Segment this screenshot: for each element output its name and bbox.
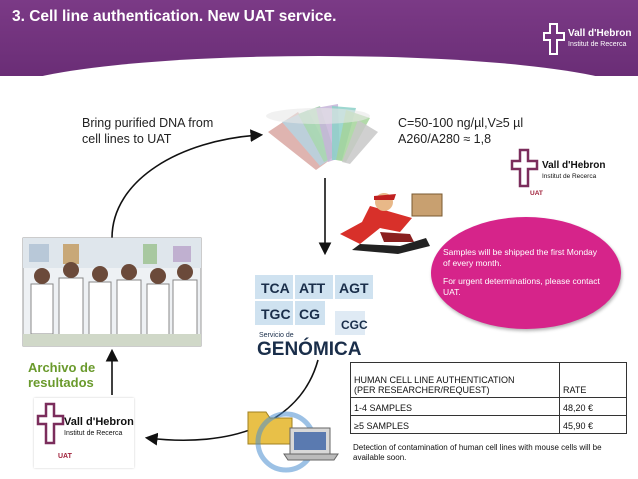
- svg-text:CG: CG: [299, 306, 320, 322]
- vall-hebron-uat-logo-bottom: Vall d'Hebron Institut de Recerca UAT: [34, 398, 134, 468]
- genomica-service-logo: TCA ATT AGT TGC CG CGC Servicio de GENÓM…: [255, 275, 373, 360]
- svg-text:ATT: ATT: [299, 280, 326, 296]
- table-rate-header: RATE: [559, 362, 627, 398]
- logo-name: Vall d'Hebron: [64, 416, 134, 428]
- logo-sub: Institut de Recerca: [64, 430, 123, 437]
- vall-hebron-uat-logo-right: Vall d'Hebron Institut de Recerca UAT: [508, 146, 606, 204]
- svg-text:AGT: AGT: [339, 280, 369, 296]
- lab-team-picture: [22, 237, 202, 347]
- table-header-row: HUMAN CELL LINE AUTHENTICATION (PER RESE…: [350, 362, 627, 398]
- logo-sub: Institut de Recerca: [542, 173, 597, 180]
- dna-tubes-illustration: [266, 104, 378, 170]
- header-logo-name: Vall d'Hebron: [568, 28, 632, 39]
- shipping-callout: [431, 217, 621, 329]
- arrow-lab-to-dna: [111, 129, 264, 239]
- callout-line1: Samples will be shipped the first Monday…: [443, 247, 598, 268]
- svg-text:TCA: TCA: [261, 280, 290, 296]
- vall-hebron-cross-icon: [510, 148, 539, 188]
- archivo-label: Archivo de resultados: [28, 360, 124, 390]
- svg-text:Servicio de: Servicio de: [259, 332, 294, 339]
- vall-hebron-cross-icon: [36, 402, 65, 445]
- shipping-callout-text: Samples will be shipped the first Monday…: [443, 247, 603, 298]
- table-row-rate: 48,20 €: [559, 397, 627, 416]
- bring-dna-line1: Bring purified DNA from: [82, 116, 214, 130]
- concentration-line2: A260/A280 ≈ 1,8: [398, 132, 492, 146]
- mouse-contamination-note: Detection of contamination of human cell…: [353, 443, 602, 462]
- slide-title: 3. Cell line authentication. New UAT ser…: [12, 8, 337, 25]
- header-logo: Vall d'Hebron Institut de Recerca: [542, 22, 632, 56]
- archivo-line1: Archivo de: [28, 360, 96, 375]
- table-row-label: ≥5 SAMPLES: [350, 415, 560, 434]
- callout-line2: For urgent determinations, please contac…: [443, 276, 600, 297]
- svg-text:TGC: TGC: [261, 306, 291, 322]
- vall-hebron-cross-icon: [543, 23, 565, 55]
- archivo-line2: resultados: [28, 375, 94, 390]
- rates-table: HUMAN CELL LINE AUTHENTICATION (PER RESE…: [350, 362, 627, 434]
- table-row-label: 1-4 SAMPLES: [350, 397, 560, 416]
- svg-text:GENÓMICA: GENÓMICA: [257, 338, 362, 360]
- table-header-cell: HUMAN CELL LINE AUTHENTICATION (PER RESE…: [350, 362, 560, 398]
- table-row: ≥5 SAMPLES 45,90 €: [350, 415, 627, 434]
- header-logo-sub: Institut de Recerca: [568, 41, 627, 48]
- logo-uat: UAT: [58, 453, 72, 460]
- table-header-line1: HUMAN CELL LINE AUTHENTICATION: [354, 375, 515, 385]
- bring-dna-line2: cell lines to UAT: [82, 132, 172, 146]
- table-row-rate: 45,90 €: [559, 415, 627, 434]
- logo-name: Vall d'Hebron: [542, 160, 606, 171]
- courier-illustration: [340, 193, 443, 254]
- svg-text:CGC: CGC: [341, 318, 368, 332]
- folder-laptop-illustration: [247, 411, 339, 473]
- logo-uat: UAT: [530, 190, 543, 197]
- table-header-line2: (PER RESEARCHER/REQUEST): [354, 385, 490, 395]
- concentration-line1: C=50-100 ng/µl,V≥5 µl: [398, 116, 524, 130]
- table-row: 1-4 SAMPLES 48,20 €: [350, 397, 627, 416]
